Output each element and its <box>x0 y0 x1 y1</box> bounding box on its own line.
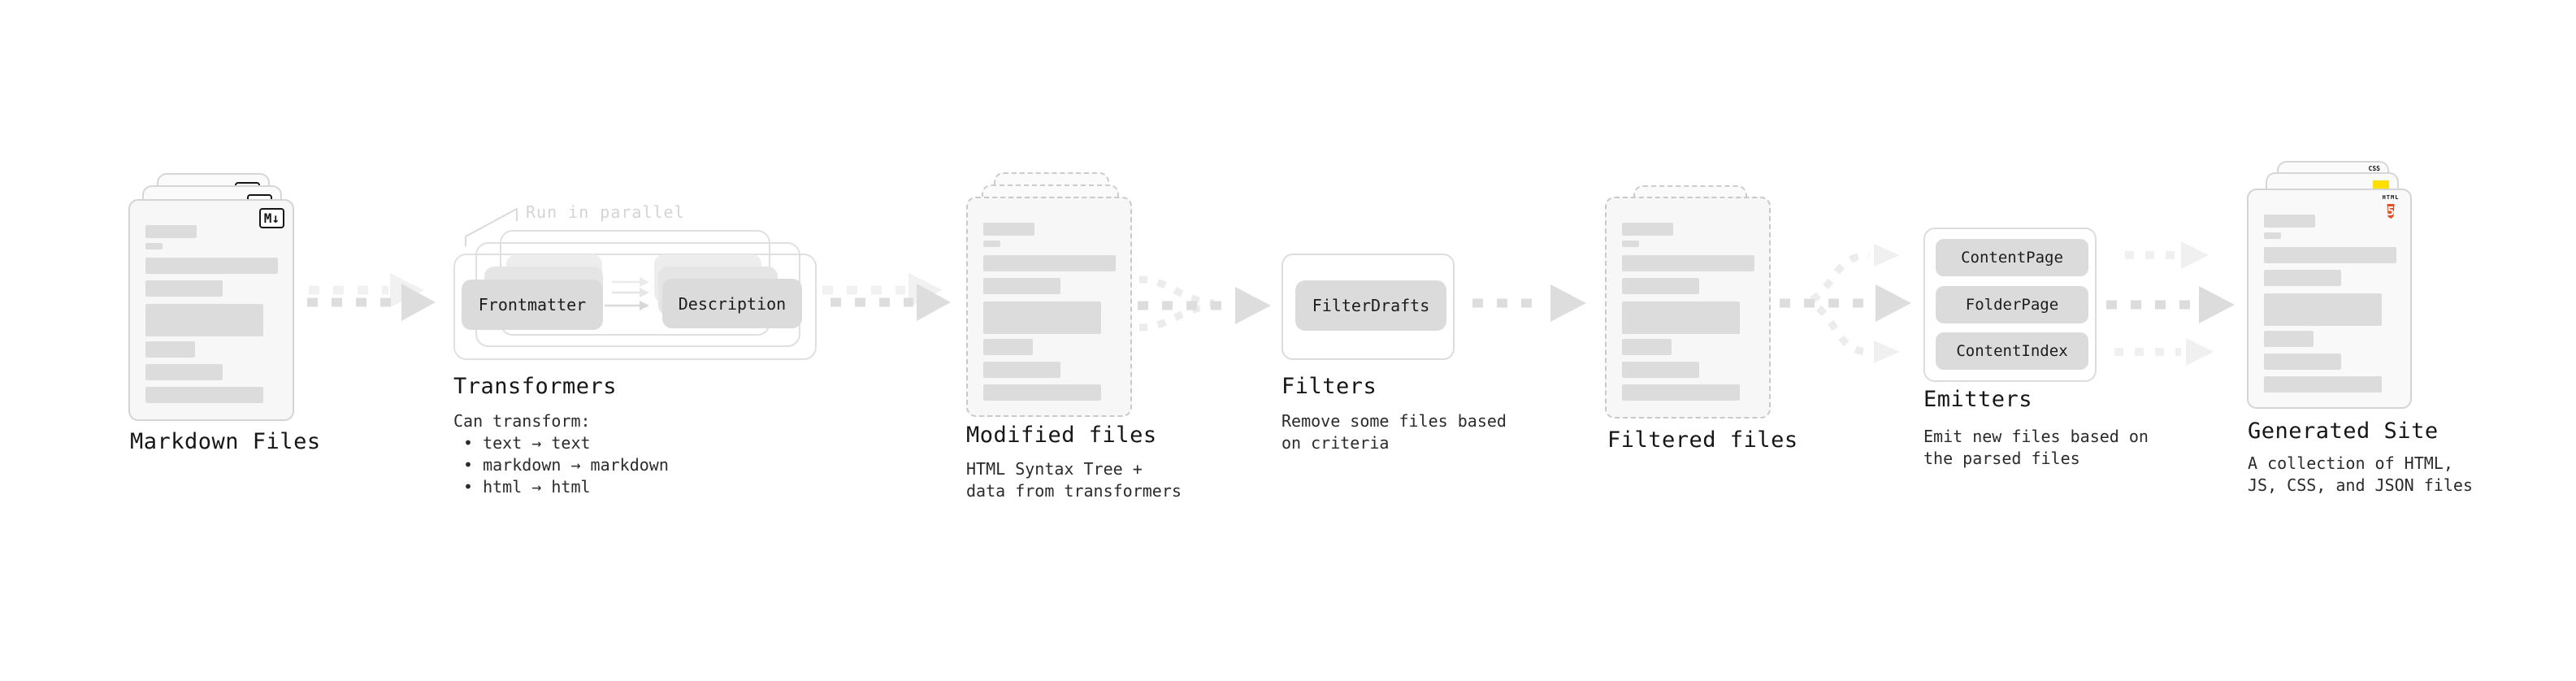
text-line-placeholder <box>1622 384 1740 401</box>
caption-line: HTML Syntax Tree + <box>966 459 1143 479</box>
stage-title-filtered-files: Filtered files <box>1607 427 1798 453</box>
caption-line: JS, CSS, and JSON files <box>2248 475 2473 495</box>
transformers-caption: Can transform: <box>453 411 591 431</box>
text-line-placeholder <box>1622 301 1740 334</box>
transformer-container <box>453 254 817 360</box>
emitters-caption: Emit new files based on the parsed files <box>1923 426 2149 470</box>
stage-title-generated-site: Generated Site <box>2248 419 2439 444</box>
text-line-placeholder <box>2264 331 2314 347</box>
arrow-emitters-to-generated <box>2106 241 2235 366</box>
text-line-placeholder <box>1622 255 1754 271</box>
stage-title-filters: Filters <box>1281 374 1377 399</box>
pill-flow-arrows <box>605 277 649 310</box>
arrow-filtered-to-emitters <box>1780 244 1911 363</box>
stage-title-markdown-files: Markdown Files <box>130 429 321 454</box>
text-line-placeholder <box>145 225 197 238</box>
text-line-placeholder <box>2264 232 2281 239</box>
text-line-placeholder <box>983 362 1060 378</box>
filter-drafts-pill: FilterDrafts <box>1295 280 1446 331</box>
text-line-placeholder <box>2264 354 2341 370</box>
transformer-frontmatter-pill: Frontmatter <box>462 280 603 330</box>
stage-title-modified-files: Modified files <box>966 423 1157 448</box>
emitter-folder-page-pill: FolderPage <box>1936 286 2088 323</box>
emitter-content-index-pill: ContentIndex <box>1936 332 2088 370</box>
text-line-placeholder <box>1622 241 1639 247</box>
arrow-modified-to-filters <box>1138 275 1271 332</box>
text-line-placeholder <box>1622 278 1699 294</box>
text-line-placeholder <box>2264 247 2396 263</box>
transformers-bullet-list: • text → text • markdown → markdown • ht… <box>463 432 669 498</box>
caption-line: Emit new files based on <box>1923 427 2149 446</box>
modified-file-card <box>966 197 1132 417</box>
caption-line: A collection of HTML, <box>2248 453 2453 473</box>
text-line-placeholder <box>983 241 1000 247</box>
text-line-placeholder <box>983 384 1101 401</box>
text-line-placeholder <box>1622 339 1672 355</box>
markdown-file-card: M↓ <box>128 199 294 421</box>
text-line-placeholder <box>145 258 278 274</box>
caption-line: data from transformers <box>966 481 1182 501</box>
text-line-placeholder <box>145 387 263 403</box>
text-line-placeholder <box>145 243 163 249</box>
bullet-item: • html → html <box>463 477 591 497</box>
emitters-container: ContentPage FolderPage ContentIndex <box>1923 228 2097 382</box>
arrow-markdown-to-transformers <box>307 273 436 321</box>
text-line-placeholder <box>983 301 1101 334</box>
filters-container: FilterDrafts <box>1281 254 1455 360</box>
generated-site-caption: A collection of HTML, JS, CSS, and JSON … <box>2248 453 2473 497</box>
text-line-placeholder <box>2264 270 2341 286</box>
text-line-placeholder <box>983 223 1034 236</box>
html5-icon-label: HTML <box>2382 194 2400 201</box>
text-line-placeholder <box>1622 223 1673 236</box>
bullet-item: • text → text <box>463 433 591 453</box>
text-line-placeholder <box>145 341 195 358</box>
html5-icon-shield: 5 <box>2387 204 2395 219</box>
text-line-placeholder <box>983 278 1060 294</box>
text-line-placeholder <box>2264 376 2382 393</box>
emitter-content-page-pill: ContentPage <box>1936 239 2088 276</box>
modified-files-caption: HTML Syntax Tree + data from transformer… <box>966 458 1182 502</box>
text-line-placeholder <box>145 304 263 336</box>
text-line-placeholder <box>145 364 223 380</box>
text-line-placeholder <box>2264 293 2382 326</box>
bullet-item: • markdown → markdown <box>463 455 669 475</box>
text-line-placeholder <box>983 339 1033 355</box>
caption-line: Remove some files based <box>1281 411 1507 431</box>
filters-caption: Remove some files based on criteria <box>1281 410 1507 454</box>
javascript-icon <box>2373 180 2389 190</box>
text-line-placeholder <box>983 255 1116 271</box>
transformer-description-pill: Description <box>662 279 802 328</box>
arrow-filters-to-filtered <box>1472 284 1586 322</box>
html5-icon: HTML 5 <box>2381 194 2400 221</box>
parallel-note: Run in parallel <box>526 202 685 222</box>
text-line-placeholder <box>1622 362 1699 378</box>
arrow-transformers-to-modified <box>822 273 951 321</box>
generated-html-file-card: HTML 5 <box>2247 189 2412 409</box>
parallel-note-leader-line <box>465 207 518 246</box>
text-line-placeholder <box>2264 215 2315 228</box>
stage-title-transformers: Transformers <box>453 374 618 399</box>
filtered-file-card <box>1605 197 1771 419</box>
stage-title-emitters: Emitters <box>1923 387 2033 412</box>
caption-line: on criteria <box>1281 433 1390 453</box>
text-line-placeholder <box>145 280 223 297</box>
caption-line: the parsed files <box>1923 449 2080 468</box>
markdown-icon: M↓ <box>258 208 284 228</box>
